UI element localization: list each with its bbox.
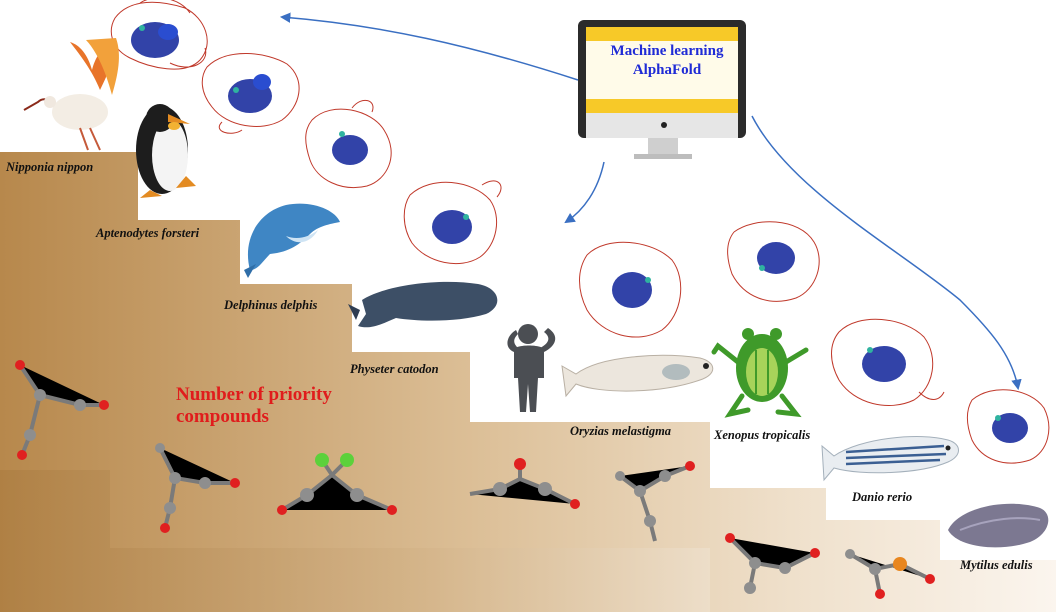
arrow-to-top <box>279 12 579 81</box>
label-nipponia-nippon: Nipponia nippon <box>6 160 94 174</box>
sperm-whale-illustration <box>348 281 498 328</box>
label-oryzias-melastigma: Oryzias melastigma <box>570 424 672 438</box>
penguin-illustration <box>136 104 196 198</box>
protein-structure-2 <box>201 53 300 134</box>
dolphin-illustration <box>244 203 340 278</box>
arrow-to-right <box>751 115 1022 391</box>
ibis-illustration <box>23 38 119 151</box>
molecule-6 <box>725 533 820 594</box>
monitor-line-2: AlphaFold <box>632 62 702 78</box>
computer-monitor-icon <box>578 20 746 159</box>
zebrafish-illustration <box>821 436 959 482</box>
molecule-3 <box>277 453 397 515</box>
molecule-7 <box>845 549 935 599</box>
stressed-person-icon <box>507 324 556 412</box>
medaka-fish-illustration <box>561 354 714 398</box>
molecule-2 <box>155 443 240 533</box>
label-physeter-catodon: Physeter catodon <box>350 362 439 376</box>
staircase <box>0 152 1056 612</box>
protein-structure-5 <box>579 241 682 338</box>
protein-structure-3 <box>305 99 392 188</box>
protein-structure-8 <box>967 389 1050 464</box>
monitor-caption: Machine learning AlphaFold <box>588 42 746 80</box>
arrows <box>279 12 1022 391</box>
priority-compounds-line-1: Number of priority <box>176 384 332 405</box>
label-xenopus-tropicalis: Xenopus tropicalis <box>714 428 811 442</box>
priority-compounds-line-2: compounds <box>176 406 269 427</box>
protein-structure-6 <box>727 221 820 302</box>
molecule-4 <box>469 458 580 509</box>
label-aptenodytes-forsteri: Aptenodytes forsteri <box>96 226 200 240</box>
label-delphinus-delphis: Delphinus delphis <box>224 298 318 312</box>
protein-structure-1 <box>110 0 208 70</box>
label-danio-rerio: Danio rerio <box>852 490 913 504</box>
staircase-shadow <box>0 470 710 612</box>
protein-structure-7 <box>831 318 945 407</box>
arrow-to-middle <box>564 161 605 224</box>
label-mytilus-edulis: Mytilus edulis <box>960 558 1033 572</box>
mussel-illustration <box>948 503 1049 548</box>
protein-structure-4 <box>403 180 502 264</box>
priority-compounds-label: Number of priority compounds <box>176 384 332 428</box>
molecule-5 <box>615 461 695 542</box>
molecule-1 <box>15 360 109 460</box>
frog-illustration <box>711 328 809 418</box>
monitor-line-1: Machine learning <box>610 43 724 59</box>
